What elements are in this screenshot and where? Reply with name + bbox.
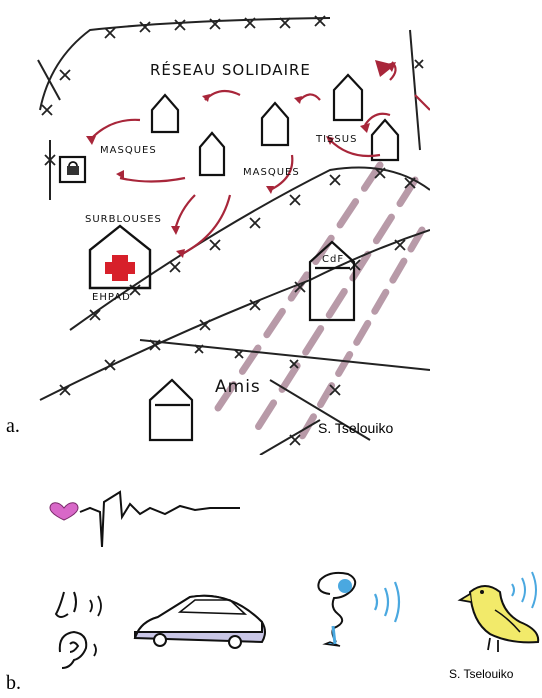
pulse-line — [79, 490, 240, 548]
ehpad-house — [88, 224, 152, 290]
label-masques-mid: MASQUES — [243, 167, 300, 178]
ear-icon — [58, 630, 88, 669]
panel-a-map: RÉSEAU SOLIDAIRE MASQUES MASQUES TISSUS … — [30, 0, 431, 456]
pink-dashed-band — [206, 161, 419, 444]
pink-dashed-band-right — [296, 226, 426, 444]
barbed-wire — [37, 17, 431, 456]
label-ehpad: EHPAD — [92, 292, 131, 303]
bird-sound-waves — [511, 571, 537, 609]
label-masques-left: MASQUES — [100, 145, 157, 156]
bird-icon — [457, 585, 540, 652]
flow-arrows — [89, 61, 431, 256]
person-sound-waves — [374, 581, 401, 623]
figure-label-b: b. — [6, 672, 21, 694]
label-amis: Amis — [215, 377, 261, 397]
nose-icon — [54, 591, 77, 618]
solidarity-network-drawing: RÉSEAU SOLIDAIRE MASQUES MASQUES TISSUS … — [37, 15, 431, 456]
label-tissus: TISSUS — [315, 134, 357, 145]
figure-label-a: a. — [6, 415, 20, 437]
heart-icon — [49, 502, 79, 521]
panel-b-senses — [30, 462, 542, 693]
label-cdf: CdF — [322, 254, 344, 265]
credit-b: S. Tselouiko — [449, 667, 514, 681]
ear-sound-wave — [93, 643, 97, 657]
nose-sound-waves — [89, 595, 102, 617]
person-icon — [317, 571, 357, 647]
network-title: RÉSEAU SOLIDAIRE — [150, 60, 311, 79]
car-icon — [133, 594, 266, 649]
label-surblouses: SURBLOUSES — [85, 214, 162, 225]
houses — [148, 73, 400, 442]
credit-a: S. Tselouiko — [318, 420, 394, 436]
arrow-heads — [86, 60, 396, 258]
lock-box-icon — [58, 155, 87, 184]
senses-drawing — [49, 490, 540, 669]
barbed-wire-crosses — [41, 15, 424, 446]
